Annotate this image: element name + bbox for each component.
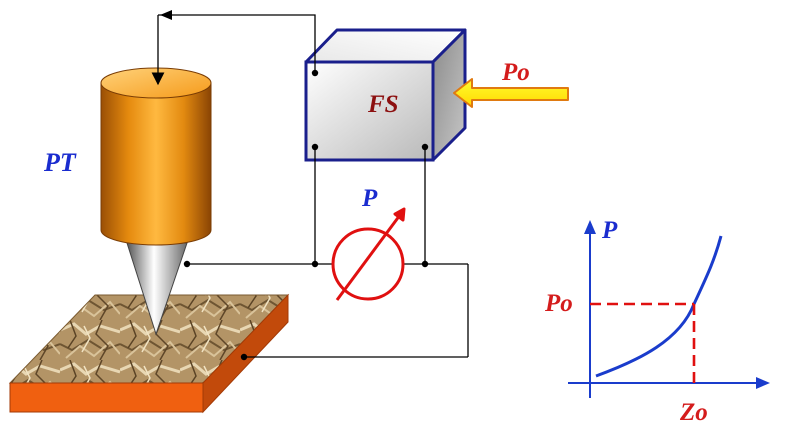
graph-y-marker-label: Po bbox=[544, 290, 573, 317]
piezo-tube bbox=[100, 67, 212, 246]
setpoint-input-arrow bbox=[453, 78, 569, 108]
sample-side-face bbox=[202, 293, 289, 414]
ammeter-dial-icon bbox=[331, 207, 406, 301]
fs-controller-box bbox=[304, 28, 467, 162]
wire-junctions bbox=[183, 69, 429, 361]
controller-label: FS bbox=[367, 91, 399, 118]
sample-front-face bbox=[9, 382, 204, 413]
characteristic-graph bbox=[568, 220, 770, 398]
sample bbox=[8, 293, 290, 414]
graph-y-label: P bbox=[601, 217, 618, 244]
meter-label: P bbox=[361, 185, 378, 212]
tube-label: PT bbox=[43, 148, 77, 177]
graph-x-marker-label: Zo bbox=[679, 399, 708, 426]
graph-curve bbox=[595, 235, 723, 378]
circuit-wires bbox=[151, 10, 469, 358]
setpoint-label: Po bbox=[501, 59, 530, 86]
